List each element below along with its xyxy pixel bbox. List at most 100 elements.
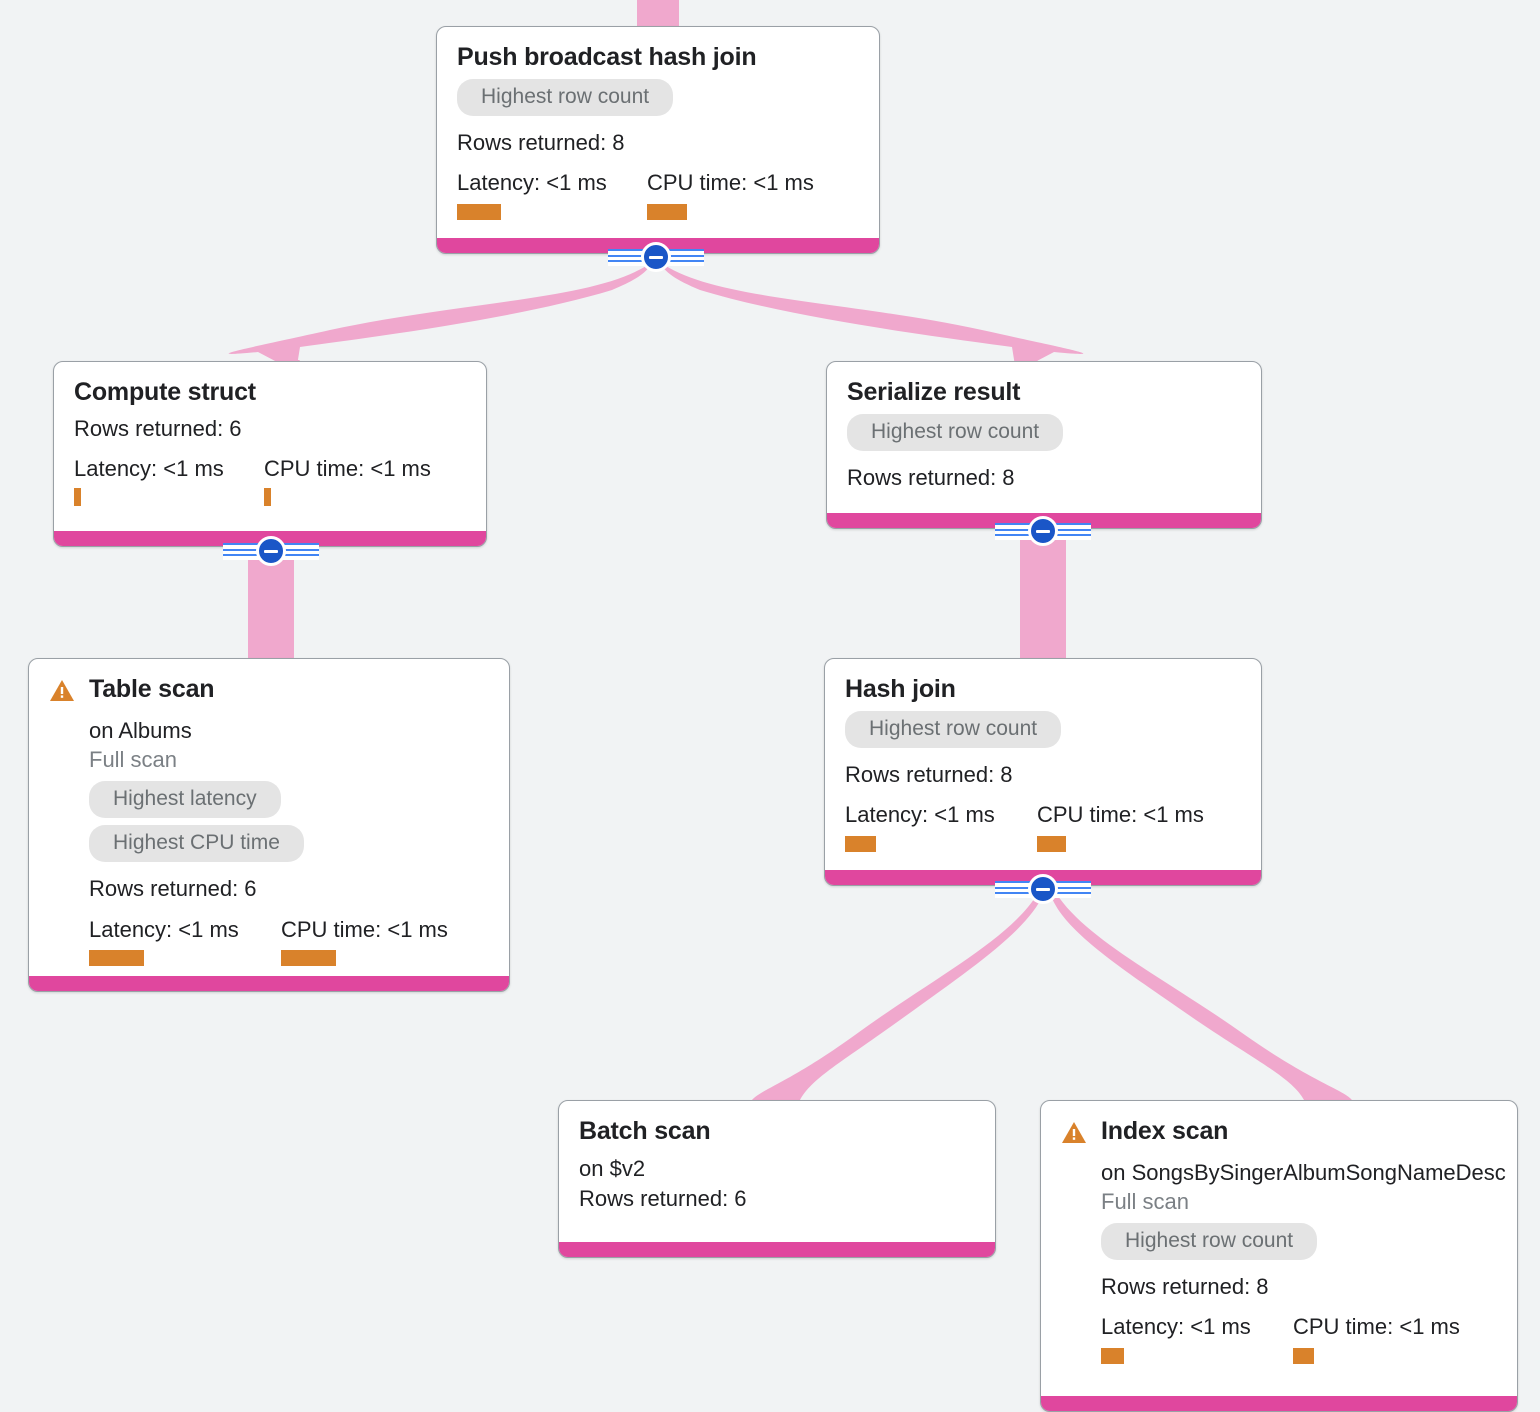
warning-triangle-icon bbox=[49, 679, 75, 708]
node-header: Serialize result bbox=[847, 378, 1241, 407]
metric-cpu-bar bbox=[281, 949, 336, 966]
metric-cpu-time: CPU time: <1 ms bbox=[264, 456, 431, 506]
chip-list: Highest row count bbox=[1101, 1222, 1497, 1267]
rows-returned: Rows returned: 8 bbox=[847, 464, 1015, 490]
edge-hash-join-to-batch-scan bbox=[752, 893, 1044, 1100]
chip-highest-row-count: Highest row count bbox=[845, 710, 1062, 748]
node-title: Serialize result bbox=[847, 378, 1021, 406]
metric-latency: Latency: <1 ms bbox=[457, 170, 647, 220]
node-index-scan[interactable]: Index scan on SongsBySingerAlbumSongName… bbox=[1040, 1100, 1518, 1412]
metric-latency: Latency: <1 ms bbox=[845, 802, 1037, 852]
metric-cpu-time: CPU time: <1 ms bbox=[647, 170, 814, 220]
metrics-row: Latency: <1 ms CPU time: <1 ms bbox=[89, 917, 489, 966]
metric-cpu-label: CPU time: <1 ms bbox=[647, 170, 814, 196]
collapse-toggle-serialize-result[interactable] bbox=[995, 514, 1091, 548]
node-title: Index scan bbox=[1101, 1117, 1229, 1145]
metric-cpu-label: CPU time: <1 ms bbox=[281, 916, 448, 942]
metric-latency-label: Latency: <1 ms bbox=[74, 456, 224, 482]
collapse-toggle-compute-struct[interactable] bbox=[223, 534, 319, 568]
node-subtitle: on SongsBySingerAlbumSongNameDesc bbox=[1101, 1160, 1506, 1185]
node-body: Batch scan on $v2 Rows returned: 6 bbox=[559, 1101, 995, 1227]
metric-cpu-time: CPU time: <1 ms bbox=[1293, 1314, 1460, 1364]
warning-triangle-icon bbox=[1061, 1121, 1087, 1150]
edge-hash-join-to-index-scan bbox=[1050, 893, 1352, 1100]
node-footer-bar bbox=[29, 976, 509, 991]
metric-cpu-label: CPU time: <1 ms bbox=[1293, 1314, 1460, 1340]
metric-latency-bar bbox=[1101, 1347, 1124, 1364]
metric-cpu-time: CPU time: <1 ms bbox=[1037, 802, 1204, 852]
metric-cpu-label: CPU time: <1 ms bbox=[264, 456, 431, 482]
node-header: Table scan bbox=[49, 675, 489, 708]
metric-latency: Latency: <1 ms bbox=[89, 917, 281, 966]
node-details: on SongsBySingerAlbumSongNameDesc Full s… bbox=[1061, 1160, 1506, 1364]
metrics-row: Latency: <1 ms CPU time: <1 ms bbox=[845, 802, 1241, 852]
minus-circle-icon[interactable] bbox=[256, 536, 286, 566]
minus-circle-icon[interactable] bbox=[641, 242, 671, 272]
metric-cpu-time: CPU time: <1 ms bbox=[281, 917, 448, 966]
node-hash-join[interactable]: Hash join Highest row count Rows returne… bbox=[824, 658, 1262, 886]
metric-latency: Latency: <1 ms bbox=[1101, 1314, 1293, 1364]
node-title: Compute struct bbox=[74, 378, 256, 406]
metric-latency-bar bbox=[89, 949, 144, 966]
node-body: Compute struct Rows returned: 6 Latency:… bbox=[54, 362, 486, 520]
metric-latency-bar bbox=[74, 487, 81, 506]
metrics-row: Latency: <1 ms CPU time: <1 ms bbox=[1101, 1314, 1497, 1364]
rows-returned: Rows returned: 6 bbox=[579, 1186, 747, 1212]
chip-list: Highest row count bbox=[457, 78, 859, 123]
collapse-toggle-hash-join[interactable] bbox=[995, 872, 1091, 906]
metrics-row: Latency: <1 ms CPU time: <1 ms bbox=[457, 170, 859, 220]
node-body: Serialize result Highest row count Rows … bbox=[827, 362, 1261, 505]
metric-cpu-bar bbox=[1293, 1347, 1314, 1364]
node-compute-struct[interactable]: Compute struct Rows returned: 6 Latency:… bbox=[53, 361, 487, 547]
node-full-scan: Full scan bbox=[89, 747, 178, 773]
minus-circle-icon[interactable] bbox=[1028, 516, 1058, 546]
node-header: Push broadcast hash join bbox=[457, 43, 859, 72]
metric-latency-label: Latency: <1 ms bbox=[845, 802, 995, 828]
node-body: Hash join Highest row count Rows returne… bbox=[825, 659, 1261, 866]
node-header: Compute struct bbox=[74, 378, 466, 407]
node-header: Index scan bbox=[1061, 1117, 1497, 1150]
node-full-scan: Full scan bbox=[1101, 1189, 1190, 1215]
rows-returned: Rows returned: 6 bbox=[74, 415, 242, 441]
node-header: Hash join bbox=[845, 675, 1241, 704]
node-push-broadcast-hash-join[interactable]: Push broadcast hash join Highest row cou… bbox=[436, 26, 880, 254]
edge-root-to-compute-struct bbox=[228, 262, 652, 372]
metric-cpu-bar bbox=[647, 203, 687, 220]
metric-cpu-label: CPU time: <1 ms bbox=[1037, 802, 1204, 828]
chip-highest-row-count: Highest row count bbox=[457, 78, 674, 116]
metric-latency-label: Latency: <1 ms bbox=[457, 170, 607, 196]
chip-list: Highest row count bbox=[847, 413, 1241, 458]
node-footer-bar bbox=[559, 1242, 995, 1257]
metric-cpu-bar bbox=[1037, 835, 1066, 852]
node-title: Push broadcast hash join bbox=[457, 43, 757, 71]
chip-list: Highest latency Highest CPU time bbox=[89, 780, 489, 869]
node-body: Index scan on SongsBySingerAlbumSongName… bbox=[1041, 1101, 1517, 1378]
node-table-scan[interactable]: Table scan on Albums Full scan Highest l… bbox=[28, 658, 510, 992]
node-body: Table scan on Albums Full scan Highest l… bbox=[29, 659, 509, 980]
node-footer-bar bbox=[1041, 1396, 1517, 1411]
node-title: Batch scan bbox=[579, 1117, 711, 1145]
metric-latency-bar bbox=[845, 835, 876, 852]
rows-returned: Rows returned: 6 bbox=[89, 876, 257, 902]
metric-latency-label: Latency: <1 ms bbox=[1101, 1314, 1251, 1340]
node-subtitle: on Albums bbox=[89, 718, 192, 743]
node-batch-scan[interactable]: Batch scan on $v2 Rows returned: 6 bbox=[558, 1100, 996, 1258]
metrics-row: Latency: <1 ms CPU time: <1 ms bbox=[74, 456, 466, 506]
metric-latency: Latency: <1 ms bbox=[74, 456, 264, 506]
rows-returned: Rows returned: 8 bbox=[845, 761, 1013, 787]
node-details: on Albums Full scan Highest latency High… bbox=[49, 718, 489, 966]
chip-highest-row-count: Highest row count bbox=[1101, 1222, 1318, 1260]
rows-returned: Rows returned: 8 bbox=[457, 129, 625, 155]
node-body: Push broadcast hash join Highest row cou… bbox=[437, 27, 879, 234]
chip-highest-row-count: Highest row count bbox=[847, 413, 1064, 451]
node-serialize-result[interactable]: Serialize result Highest row count Rows … bbox=[826, 361, 1262, 529]
metric-cpu-bar bbox=[264, 487, 271, 506]
chip-list: Highest row count bbox=[845, 710, 1241, 755]
collapse-toggle-push-broadcast-hash-join[interactable] bbox=[608, 240, 704, 274]
minus-circle-icon[interactable] bbox=[1028, 874, 1058, 904]
chip-highest-cpu-time: Highest CPU time bbox=[89, 824, 304, 863]
node-header: Batch scan bbox=[579, 1117, 975, 1146]
edge-root-to-serialize-result bbox=[660, 262, 1084, 372]
node-title: Hash join bbox=[845, 675, 956, 703]
